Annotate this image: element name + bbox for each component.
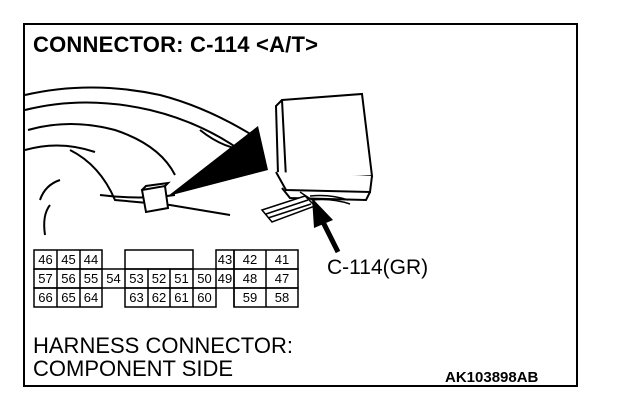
leader-wedge xyxy=(168,126,268,196)
pin-65: 65 xyxy=(61,290,76,305)
pin-66: 66 xyxy=(38,290,53,305)
pin-49: 49 xyxy=(217,271,233,286)
pin-52: 52 xyxy=(151,271,167,286)
pin-47: 47 xyxy=(274,271,290,286)
tcm-module xyxy=(274,92,374,202)
figure-code: AK103898AB xyxy=(445,369,539,386)
pin-56: 56 xyxy=(61,271,76,286)
pin-58: 58 xyxy=(274,290,290,305)
pin-57: 57 xyxy=(38,271,53,286)
connector-callout-label: C-114(GR) xyxy=(327,256,429,279)
pin-45: 45 xyxy=(61,252,76,267)
pin-51: 51 xyxy=(174,271,189,286)
pin-64: 64 xyxy=(83,290,99,305)
dashboard-outline-2 xyxy=(24,101,241,151)
pin-41: 41 xyxy=(274,252,290,267)
pin-62: 62 xyxy=(151,290,167,305)
caption-line-1: HARNESS CONNECTOR: xyxy=(33,333,293,358)
control-unit-small xyxy=(140,181,171,214)
pin-55: 55 xyxy=(83,271,99,286)
pin-60: 60 xyxy=(197,290,212,305)
pin-54: 54 xyxy=(106,271,121,286)
dashboard-outline-3 xyxy=(27,123,176,176)
glovebox-outline xyxy=(69,149,231,216)
pin-59: 59 xyxy=(242,290,258,305)
dashboard-lower-curve-2 xyxy=(43,204,51,236)
pin-50: 50 xyxy=(197,271,212,286)
pin-53: 53 xyxy=(129,271,144,286)
pin-46: 46 xyxy=(38,252,53,267)
pin-43: 43 xyxy=(217,252,233,267)
dashboard-outline-4 xyxy=(24,144,96,153)
dashboard-upper-outline xyxy=(24,86,261,141)
page-title: CONNECTOR: C-114 <A/T> xyxy=(33,32,319,57)
caption-line-2: COMPONENT SIDE xyxy=(33,356,234,381)
dashboard-lower-curve xyxy=(39,179,61,201)
pin-44: 44 xyxy=(83,252,99,267)
pointer-arrow-icon xyxy=(312,198,341,254)
connector-pinout xyxy=(33,249,299,308)
pin-63: 63 xyxy=(129,290,144,305)
harness-connector xyxy=(260,191,351,223)
pin-42: 42 xyxy=(242,252,258,267)
pin-48: 48 xyxy=(242,271,258,286)
pin-61: 61 xyxy=(174,290,189,305)
